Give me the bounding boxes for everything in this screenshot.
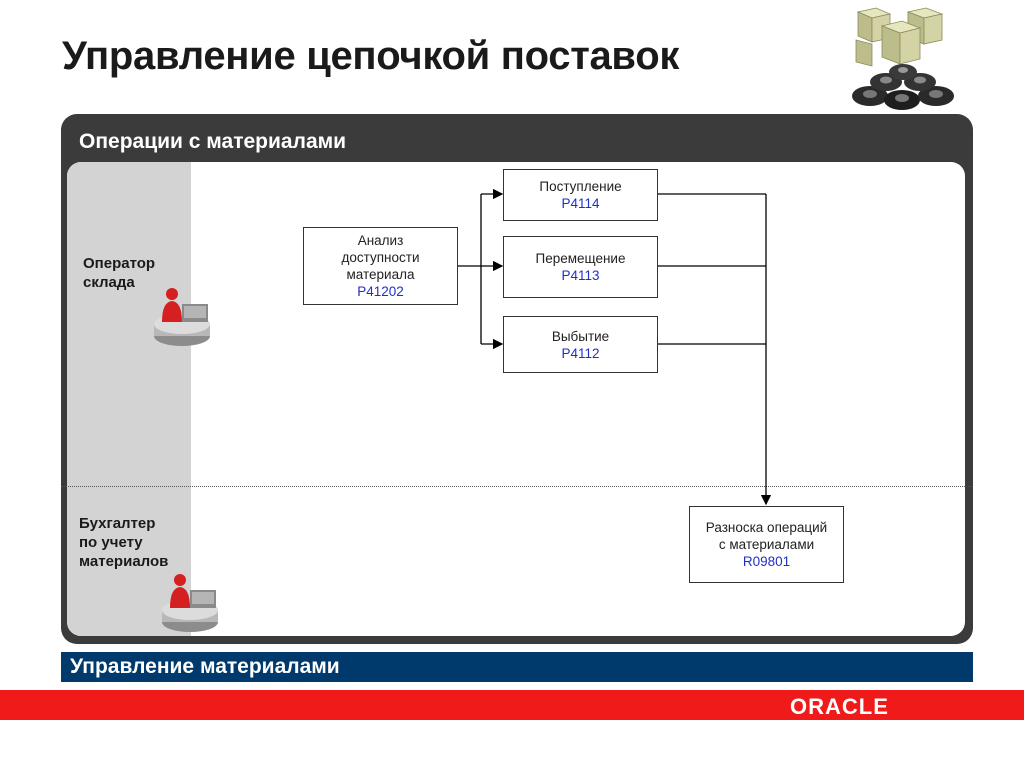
page-title: Управление цепочкой поставок	[62, 34, 680, 78]
process-box-transfer[interactable]: Перемещение P4113	[503, 236, 658, 298]
role-line: материалов	[79, 553, 169, 570]
box-label: Разноска операций	[705, 520, 828, 535]
program-code: P4114	[561, 196, 600, 211]
box-label: Поступление	[539, 179, 622, 194]
process-box-issue[interactable]: Выбытие P4112	[503, 316, 658, 373]
role-accountant: Бухгалтер по учету материалов	[79, 514, 168, 571]
box-label: доступности	[341, 250, 420, 265]
person-at-desk-icon	[162, 574, 218, 632]
footer-band	[61, 652, 973, 682]
boxes-and-tires-icon	[852, 7, 954, 110]
box-label: с материалами	[718, 537, 815, 552]
role-line: по учету	[79, 534, 143, 551]
box-label: Перемещение	[535, 251, 626, 266]
program-code: R09801	[742, 554, 791, 569]
box-label: материала	[346, 267, 415, 282]
lane-label-strip	[67, 162, 191, 636]
brand-logo: ORACLE	[790, 694, 889, 719]
process-box-receipt[interactable]: Поступление P4114	[503, 169, 658, 221]
program-code: P4113	[561, 268, 600, 283]
role-line: Оператор	[83, 255, 156, 272]
footer-title: Управление материалами	[70, 655, 340, 678]
program-code: P4112	[561, 345, 600, 361]
process-box-availability[interactable]: Анализ доступности материала P41202	[303, 227, 458, 305]
role-warehouse-operator: Оператор склада	[83, 254, 155, 292]
section-title: Операции с материалами	[79, 130, 347, 153]
program-code: P41202	[357, 284, 404, 299]
lane-divider	[61, 486, 973, 487]
brand-band	[0, 690, 1024, 720]
role-line: Бухгалтер	[79, 515, 156, 532]
process-box-posting[interactable]: Разноска операций с материалами R09801	[689, 506, 844, 583]
person-at-desk-icon	[154, 288, 210, 346]
role-line: склада	[83, 274, 135, 291]
box-label: Анализ	[357, 233, 404, 248]
box-label: Выбытие	[551, 328, 610, 344]
